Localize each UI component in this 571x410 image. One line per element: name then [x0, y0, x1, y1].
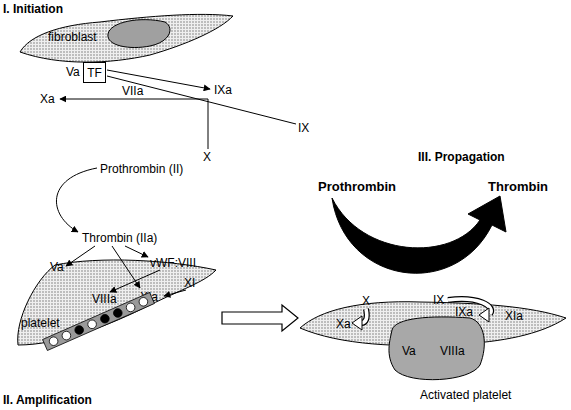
node-text: Xa — [336, 317, 351, 331]
activation-arrow — [164, 290, 186, 296]
stage-heading: III. Propagation — [418, 150, 505, 164]
node-text: VIIIa — [440, 344, 465, 358]
factor-label: Thrombin — [488, 179, 548, 194]
granule — [101, 314, 110, 323]
factor-label: Prothrombin (II) — [100, 162, 183, 176]
granule — [114, 309, 123, 318]
node-text: VIIIa — [92, 292, 117, 306]
granule — [75, 326, 84, 335]
hollow-arrow-outline — [361, 309, 367, 323]
granule — [88, 320, 97, 329]
activation-arrow — [125, 246, 148, 257]
granule-band — [43, 293, 155, 351]
hollow-block-arrow — [222, 305, 298, 331]
node-text: Va — [66, 65, 80, 79]
node-text: Va — [402, 344, 416, 358]
nucleus — [108, 20, 170, 48]
activation-arrow — [60, 99, 208, 149]
factor-label: XI — [184, 276, 195, 290]
activation-arrow — [66, 246, 95, 266]
hollow-arrow-head — [352, 316, 362, 330]
factor-label: X — [203, 150, 211, 164]
node-text: Va — [50, 260, 64, 274]
leader-line — [107, 76, 296, 124]
hollow-arrow-fill — [361, 309, 367, 323]
node-text: platelet — [21, 316, 60, 330]
granule — [139, 298, 148, 307]
hollow-arrow-outline — [448, 299, 491, 314]
factor-label: VIIa — [122, 84, 143, 98]
factor-label: Prothrombin — [318, 179, 396, 194]
stage-heading: I. Initiation — [3, 2, 63, 16]
cell-shape — [20, 14, 233, 62]
thrombin-burst-arrow — [332, 196, 506, 273]
granule — [126, 303, 135, 312]
tf-box: TF — [83, 62, 106, 83]
node-text: XIa — [140, 290, 158, 304]
activated-platelet: Xa IXa XIaActivated platelet Va VIIIa — [296, 294, 570, 406]
hollow-arrow-head — [479, 308, 489, 322]
hollow-arrow-fill — [448, 299, 491, 314]
factor-label: IXa — [214, 83, 232, 97]
node-text: XIa — [505, 309, 523, 323]
granule-blob-outline — [385, 312, 493, 388]
factor-label: IX — [298, 121, 309, 135]
factor-label: IX — [433, 293, 444, 307]
factor-label: vWF:VIII — [150, 256, 196, 270]
activation-arrow — [112, 246, 140, 288]
granule-blob: Va VIIIa — [385, 312, 493, 388]
node-text: TF — [87, 66, 102, 80]
granule — [49, 337, 58, 346]
cell-shape — [18, 260, 216, 345]
activation-arrow — [110, 270, 160, 292]
node-text: IXa — [455, 305, 473, 319]
factor-label: X — [362, 294, 370, 308]
cell-shape — [389, 317, 484, 380]
conversion-arrow — [56, 168, 97, 232]
node-text: fibroblast — [48, 30, 97, 44]
stage-heading: II. Amplification — [3, 393, 92, 407]
factor-label: Xa — [40, 92, 55, 106]
node-text: Activated platelet — [420, 388, 511, 402]
factor-label: Thrombin (IIa) — [82, 231, 157, 245]
granule — [62, 331, 71, 340]
fibroblast-cell: fibroblastVaTF — [16, 10, 238, 70]
